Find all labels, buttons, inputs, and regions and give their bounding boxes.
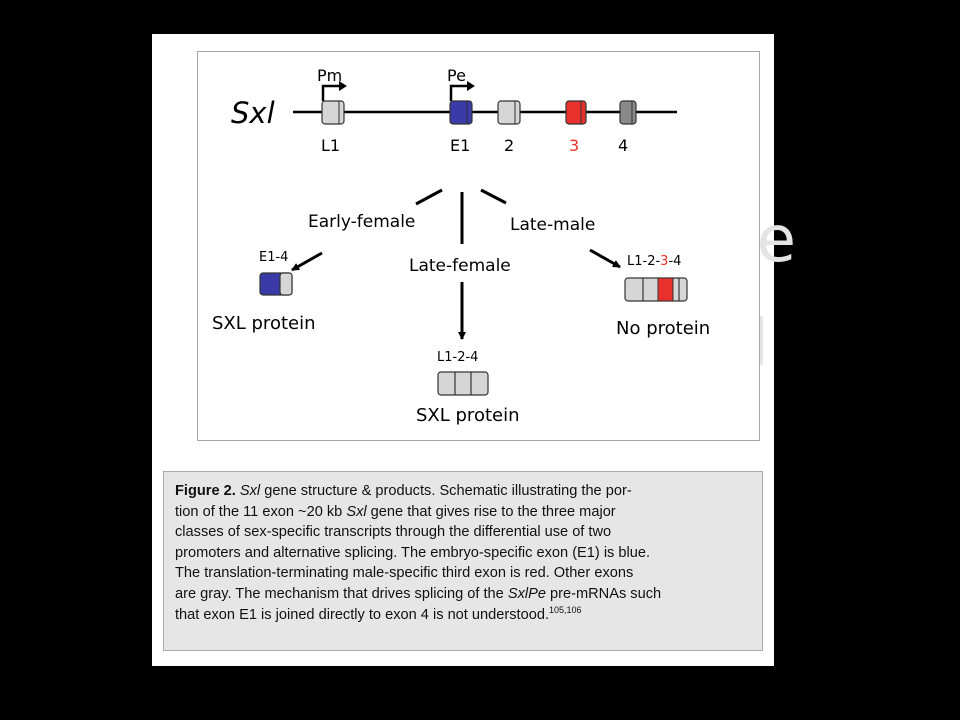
caption-line: Figure 2. Sxl gene structure & products.… bbox=[175, 483, 632, 499]
product-early-female: SXL protein bbox=[212, 313, 316, 334]
exon-label-4: 4 bbox=[618, 136, 628, 155]
exon-label-e1: E1 bbox=[450, 136, 470, 155]
exon-3 bbox=[565, 100, 587, 125]
promoter-pe-label: Pe bbox=[447, 66, 466, 85]
exon-label-3: 3 bbox=[569, 136, 579, 155]
caption-line: tion of the 11 exon ~20 kb Sxl gene that… bbox=[175, 503, 616, 520]
transcript-label-l1-2-3-4: L1-2-3-4 bbox=[627, 254, 681, 269]
branch-early-female-arrow bbox=[291, 251, 323, 272]
transcript-label-l1-2-4: L1-2-4 bbox=[437, 350, 478, 365]
caption-refs: 105,106 bbox=[549, 604, 582, 615]
exon-label-l1: L1 bbox=[321, 136, 340, 155]
caption-line: The translation-terminating male-specifi… bbox=[175, 565, 634, 582]
product-late-female: SXL protein bbox=[416, 405, 520, 426]
branch-label-early-female: Early-female bbox=[308, 212, 415, 232]
caption-label: Figure 2. bbox=[175, 483, 236, 499]
transcript-e1-4 bbox=[259, 272, 293, 296]
transcript-l1-2-4 bbox=[437, 371, 489, 396]
branch-late-male-arrow bbox=[589, 248, 621, 269]
product-late-male: No protein bbox=[616, 318, 710, 339]
caption-line: that exon E1 is joined directly to exon … bbox=[175, 604, 582, 623]
promoter-pe-arrow bbox=[449, 81, 475, 101]
branch-label-late-female: Late-female bbox=[409, 256, 511, 276]
branch-early-female-top bbox=[415, 188, 443, 206]
exon-l1 bbox=[321, 100, 345, 125]
figure-caption: Figure 2. Sxl gene structure & products.… bbox=[163, 471, 763, 651]
exon-4 bbox=[619, 100, 637, 125]
transcript-l1-2-3-4 bbox=[624, 277, 688, 302]
branch-label-late-male: Late-male bbox=[510, 215, 595, 235]
transcript-label-e1-4: E1-4 bbox=[259, 250, 288, 265]
exon-e1 bbox=[449, 100, 473, 125]
gene-name: Sxl bbox=[231, 96, 275, 130]
caption-line: classes of sex-specific transcripts thro… bbox=[175, 524, 612, 541]
promoter-pm-arrow bbox=[321, 81, 347, 101]
promoter-pm-label: Pm bbox=[317, 66, 342, 85]
exon-2 bbox=[497, 100, 521, 125]
branch-late-male-top bbox=[480, 188, 507, 205]
exon-label-2: 2 bbox=[504, 136, 514, 155]
caption-line: are gray. The mechanism that drives spli… bbox=[175, 585, 662, 602]
caption-line: promoters and alternative splicing. The … bbox=[175, 544, 651, 561]
